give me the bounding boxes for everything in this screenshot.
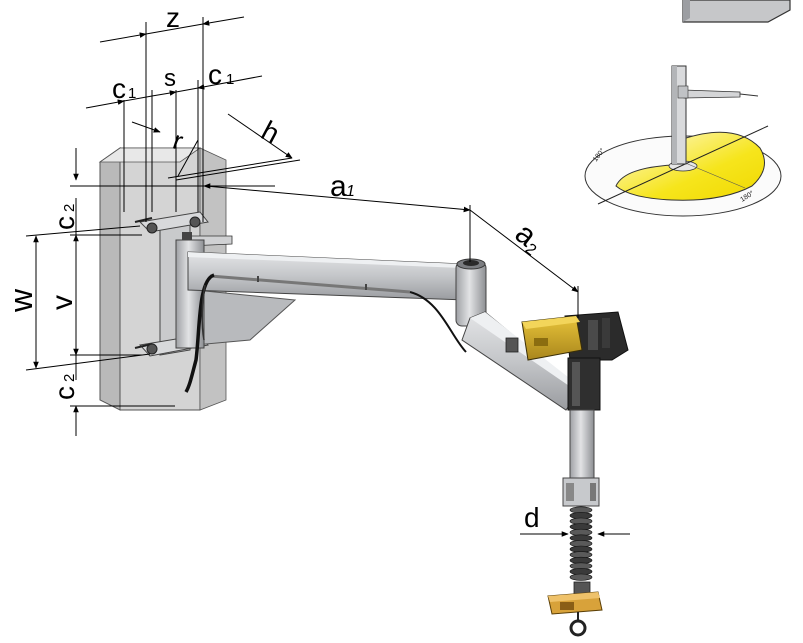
svg-text:c: c xyxy=(49,386,80,400)
dim-label-a2: a 2 xyxy=(509,217,543,260)
tool-shaft xyxy=(547,409,603,637)
dim-label-h: h xyxy=(256,115,284,150)
svg-text:1: 1 xyxy=(346,183,355,200)
dim-label-c1-left: c 1 xyxy=(112,73,136,104)
primary-arm xyxy=(175,239,467,393)
elbow-joint xyxy=(455,258,487,327)
dim-label-c2-top: c 2 xyxy=(49,204,80,230)
svg-text:2: 2 xyxy=(61,204,78,212)
svg-text:1: 1 xyxy=(226,71,234,88)
dim-label-c1-right: c 1 xyxy=(208,59,234,90)
dim-label-d: d xyxy=(524,502,540,533)
bellows-ring xyxy=(569,573,593,581)
bellows xyxy=(569,506,593,581)
svg-text:a: a xyxy=(330,170,347,203)
svg-text:c: c xyxy=(208,59,222,90)
dim-label-c2-bottom: c 2 xyxy=(49,374,80,400)
svg-text:1: 1 xyxy=(128,85,136,102)
torque-reaction-unit xyxy=(521,311,629,411)
reach-area-inset: 180° 180° xyxy=(584,65,782,217)
dim-label-a1: a 1 xyxy=(330,170,355,203)
dim-label-v: v xyxy=(46,295,79,310)
dim-label-s: s xyxy=(164,65,176,92)
tube-profile-sample xyxy=(682,0,791,23)
dim-label-z: z xyxy=(166,2,180,33)
svg-text:c: c xyxy=(49,216,80,230)
secondary-arm xyxy=(461,311,582,411)
svg-text:c: c xyxy=(112,73,126,104)
svg-text:2: 2 xyxy=(61,374,78,382)
dim-label-w: w xyxy=(3,288,39,313)
dimension-lines xyxy=(25,16,630,537)
